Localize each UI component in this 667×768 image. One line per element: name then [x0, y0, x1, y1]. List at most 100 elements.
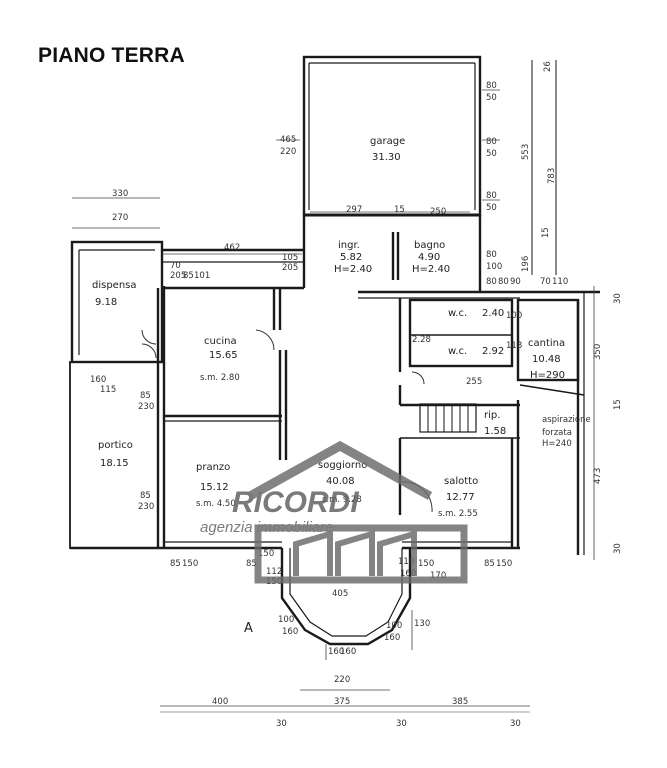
room-bagno: bagno 4.90 H=2.40 — [412, 240, 450, 275]
dim-label: 80 — [498, 277, 509, 287]
dim-label: 85 — [170, 559, 181, 569]
dim-label: 250 — [430, 207, 446, 217]
dim-label: 205 — [282, 263, 298, 273]
dim-label: 80 — [486, 81, 497, 91]
note-line-1: aspirazione — [542, 415, 591, 425]
room-ripostiglio: rip. 1.58 — [484, 410, 506, 437]
room-area: 18.15 — [100, 458, 129, 469]
dim-label: 70 — [170, 261, 181, 271]
room-area: 40.08 — [326, 476, 355, 487]
dim-label: 110 — [552, 277, 568, 287]
dim-label: 465 — [280, 135, 296, 145]
dim-label: 30 — [396, 719, 407, 729]
dim-label: 270 — [112, 213, 128, 223]
room-name: w.c. — [448, 346, 467, 357]
dim-label: 385 — [452, 697, 468, 707]
room-area: 15.65 — [209, 350, 238, 361]
dim-label: 30 — [276, 719, 287, 729]
dim-label: 85 — [484, 559, 495, 569]
dim-label: 160 — [340, 647, 356, 657]
dim-label: 160 — [90, 375, 106, 385]
room-area: 2.40 — [482, 308, 504, 319]
aspirazione-note: aspirazione forzata H=240 — [542, 415, 591, 449]
dim-label: 205 — [170, 271, 186, 281]
room-area: 31.30 — [372, 152, 401, 163]
room-name: garage — [370, 136, 405, 147]
watermark-subtitle: agenzia immobiliare — [200, 519, 333, 536]
dim-label: 160 — [328, 647, 344, 657]
room-salotto: salotto 12.77 s.m. 2.55 — [438, 476, 478, 519]
dim-label: 80 — [486, 250, 497, 260]
dim-label: 100 — [486, 262, 502, 272]
dim-label: 150 — [496, 559, 512, 569]
room-name: rip. — [484, 410, 500, 421]
dim-label: 100 — [278, 615, 294, 625]
note-line-2: forzata — [542, 428, 572, 438]
dim-label: 100 — [506, 311, 522, 321]
room-height: H=290 — [530, 370, 565, 381]
dim-label: 2.28 — [412, 335, 431, 345]
dim-label: 350 — [593, 344, 603, 360]
room-ingresso: ingr. 5.82 H=2.40 — [334, 240, 372, 275]
room-name: soggiorno — [318, 460, 367, 471]
room-dispensa: dispensa 9.18 — [92, 280, 137, 308]
dim-label: 101 — [194, 271, 210, 281]
room-area: 10.48 — [532, 354, 561, 365]
dim-label: 150 — [418, 559, 434, 569]
room-wc-1: w.c. 2.40 — [448, 308, 504, 319]
room-pranzo: pranzo 15.12 s.m. 4.50 — [196, 462, 236, 509]
room-note: s.m. 4.50 — [196, 499, 236, 509]
room-cucina: cucina 15.65 s.m. 2.80 — [200, 336, 240, 383]
dim-label: 15 — [613, 399, 623, 410]
room-cantina: cantina 10.48 H=290 — [528, 338, 565, 381]
room-portico: portico 18.15 — [98, 440, 133, 469]
room-note: s.m. 2.80 — [200, 373, 240, 383]
room-name: cantina — [528, 338, 565, 349]
room-note: s.m. 9.28 — [322, 495, 362, 505]
room-area: 15.12 — [200, 482, 229, 493]
dim-label: 160 — [282, 627, 298, 637]
dim-label: 90 — [510, 277, 521, 287]
dim-label: 50 — [486, 93, 497, 103]
dim-label: 230 — [138, 402, 154, 412]
room-name: ingr. — [338, 240, 360, 251]
dim-label: 112 — [266, 567, 282, 577]
dim-label: 85 — [246, 559, 257, 569]
dim-label: 118 — [506, 341, 522, 351]
dim-label: 85 — [183, 271, 194, 281]
room-soggiorno: soggiorno 40.08 s.m. 9.28 — [318, 460, 367, 505]
dim-label: 196 — [521, 256, 531, 272]
dim-label: 50 — [486, 203, 497, 213]
dim-label: 160 — [400, 569, 416, 579]
room-name: pranzo — [196, 462, 230, 473]
dim-label: 105 — [282, 253, 298, 263]
dim-label: 70 — [540, 277, 551, 287]
dim-label: 400 — [212, 697, 228, 707]
watermark-logo: RICORDI agenzia immobiliare — [200, 440, 468, 584]
dim-label: 80 — [486, 191, 497, 201]
dim-label: 130 — [414, 619, 430, 629]
room-height: H=2.40 — [412, 264, 450, 275]
dim-label: 85 — [140, 391, 151, 401]
dim-label: 255 — [466, 377, 482, 387]
dimension-labels: 465 220 80 50 80 50 80 50 80 100 297 15 … — [90, 61, 623, 729]
dim-label: 30 — [510, 719, 521, 729]
room-area: 1.58 — [484, 426, 506, 437]
room-name: bagno — [414, 240, 445, 251]
dim-label: 30 — [613, 293, 623, 304]
watermark-brand: RICORDI — [232, 486, 359, 519]
dim-label: 110 — [398, 557, 414, 567]
room-area: 12.77 — [446, 492, 475, 503]
room-name: portico — [98, 440, 133, 451]
section-mark: A — [244, 621, 253, 636]
dim-label: 100 — [386, 621, 402, 631]
room-area: 2.92 — [482, 346, 504, 357]
dim-label: 220 — [280, 147, 296, 157]
room-area: 9.18 — [95, 297, 117, 308]
dim-label: 297 — [346, 205, 362, 215]
page-title: PIANO TERRA — [38, 44, 185, 67]
dim-label: 115 — [100, 385, 116, 395]
room-name: dispensa — [92, 280, 137, 291]
room-area: 5.82 — [340, 252, 362, 263]
